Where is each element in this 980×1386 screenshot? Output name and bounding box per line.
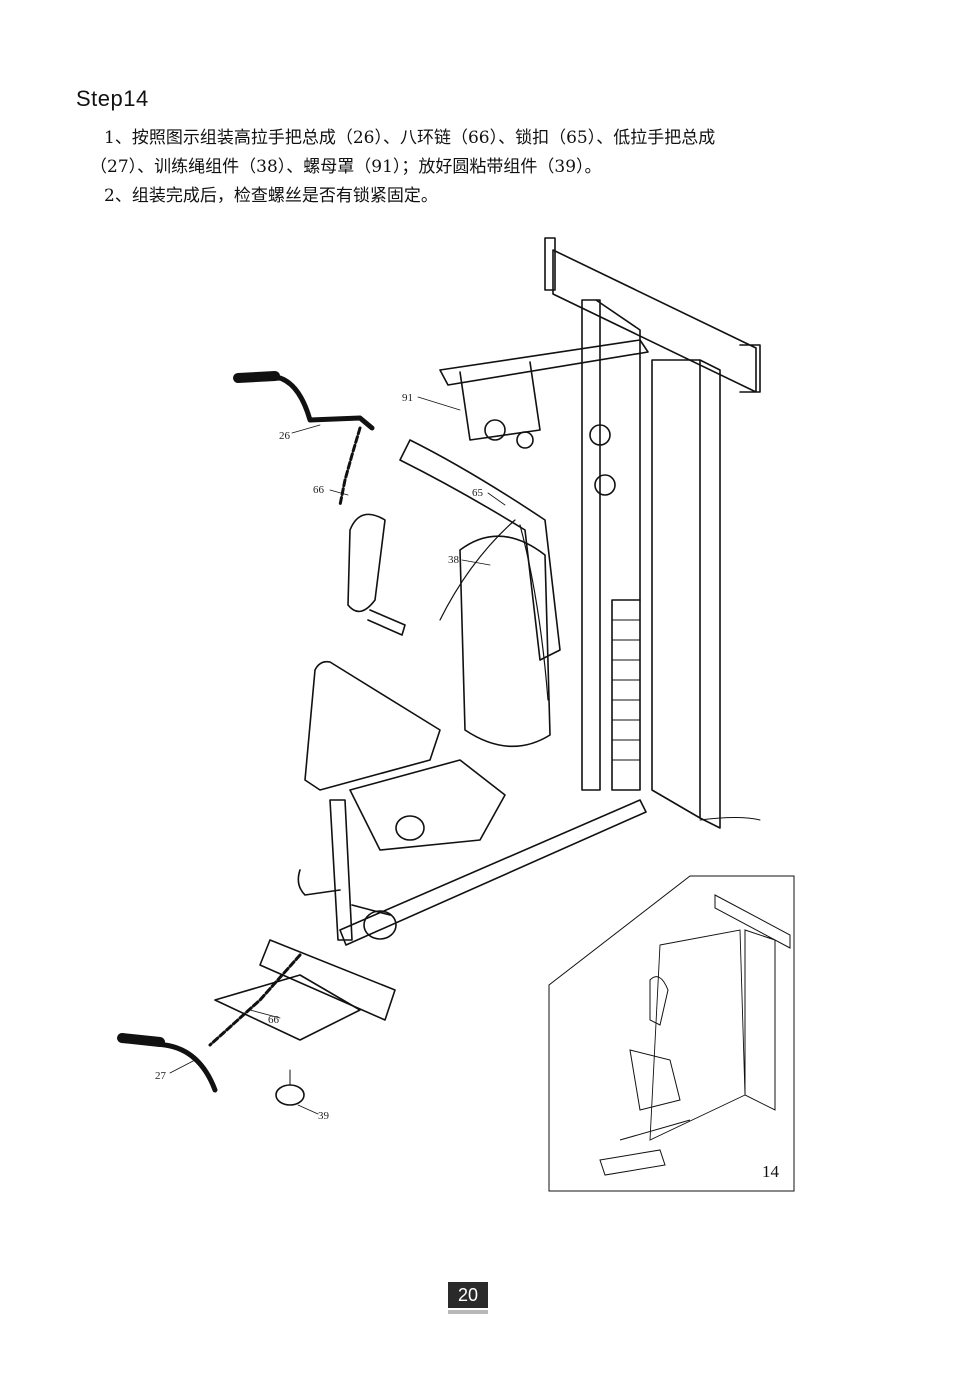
page-number-rule [448, 1310, 488, 1314]
page-number: 20 [448, 1282, 488, 1308]
frame-posts [581, 299, 641, 791]
leg-pad-seat [304, 660, 441, 791]
base-rail [339, 799, 647, 946]
back-rest [459, 535, 551, 748]
high-handle-26 [237, 375, 375, 431]
top-arm [439, 339, 649, 386]
callout-66-lower: 66 [268, 1014, 280, 1026]
press-pad-left [347, 513, 386, 613]
inset-overview [548, 875, 795, 1192]
front-base [259, 939, 396, 1021]
instruction-line-3: 2、组装完成后，检查螺丝是否有锁紧固定。 [104, 186, 438, 206]
instruction-line-1: 1、按照图示组装高拉手把总成（26）、八环链（66）、锁扣（65）、低拉手把总成 [104, 128, 716, 148]
roller [395, 815, 425, 841]
foot-plate [214, 974, 361, 1041]
instruction-line-2: （27）、训练绳组件（38）、螺母罩（91）；放好圆粘带组件（39）。 [90, 157, 602, 177]
callout-39: 39 [318, 1110, 330, 1122]
callout-26: 26 [279, 430, 291, 442]
chain-66-upper [338, 426, 362, 507]
seat-post [329, 799, 353, 941]
callout-66-upper: 66 [313, 484, 325, 496]
rope-38 [439, 519, 549, 701]
seat [349, 759, 506, 851]
step-title: Step14 [76, 86, 149, 111]
instructions: 1、按照图示组装高拉手把总成（26）、八环链（66）、锁扣（65）、低拉手把总成… [90, 124, 924, 211]
weight-tower [651, 359, 721, 829]
chain-66-lower [208, 953, 302, 1047]
press-arm [399, 439, 561, 661]
callout-91: 91 [402, 392, 413, 404]
callout-38: 38 [448, 554, 460, 566]
top-wall-bracket [544, 237, 761, 393]
inset-label: 14 [762, 1162, 779, 1181]
low-handle-27 [122, 1037, 218, 1093]
callout-27: 27 [155, 1070, 167, 1082]
callout-65: 65 [472, 487, 484, 499]
weight-stack [611, 599, 641, 791]
strap-39 [275, 1084, 305, 1106]
